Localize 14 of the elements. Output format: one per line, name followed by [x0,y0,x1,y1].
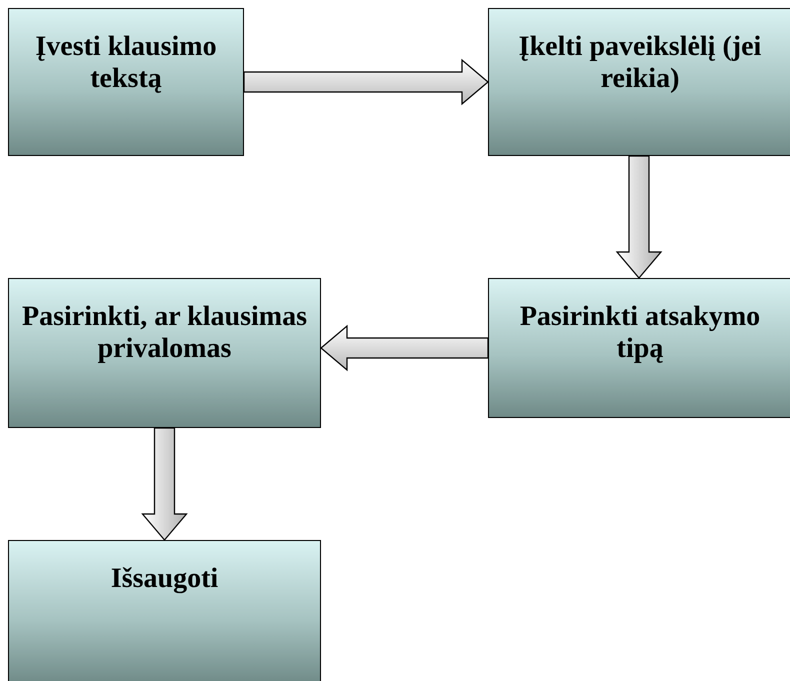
block-arrow [616,155,662,279]
block-arrow [243,58,489,106]
block-arrow [141,427,188,541]
step-text: Pasirinkti atsakymo tipą [518,301,762,365]
step-text: Pasirinkti, ar klausimas privalomas [21,301,308,365]
block-arrow [320,324,489,372]
step-text: Įkelti paveikslėlį (jei reikia) [518,31,762,95]
step-text: Įvesti klausimo tekstą [34,31,218,95]
process-box [488,278,790,418]
process-box [8,540,321,681]
process-box [8,278,321,428]
step-text: Išsaugoti [110,563,220,595]
process-box [488,8,790,156]
process-box [8,8,244,156]
